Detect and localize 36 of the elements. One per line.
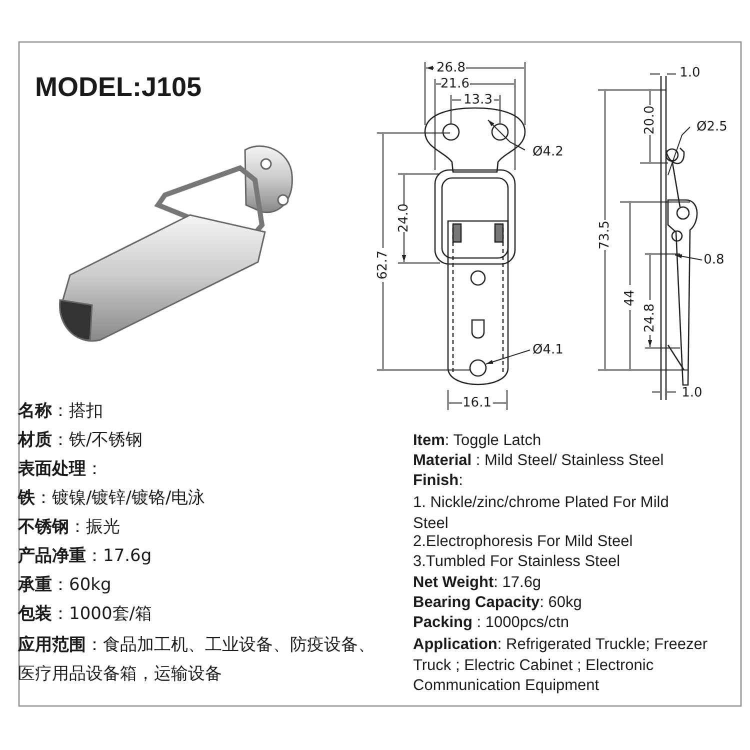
dimension-value: 26.8 xyxy=(436,60,466,76)
dimension-value: Ø2.5 xyxy=(696,120,728,134)
dimension-value: 13.3 xyxy=(464,92,492,108)
spec-line: 不锈钢：振光 xyxy=(18,516,120,538)
spec-line: Net Weight: 17.6g xyxy=(413,574,542,592)
spec-line: 名称：搭扣 xyxy=(18,400,103,422)
spec-line: 产品净重：17.6g xyxy=(18,545,152,567)
spec-line: 应用范围：食品加工机、工业设备、防疫设备、医疗用品设备箱，运输设备 xyxy=(18,634,376,686)
dimension-value: 24.8 xyxy=(642,304,658,332)
dimension-value: 1.0 xyxy=(680,66,700,80)
spec-line: 铁：镀镍/镀锌/镀铬/电泳 xyxy=(18,487,206,509)
spec-line: 表面处理： xyxy=(18,458,103,480)
dimension-value: 24.0 xyxy=(396,204,412,232)
spec-line: 3.Tumbled For Stainless Steel xyxy=(413,553,620,571)
spec-line: Bearing Capacity: 60kg xyxy=(413,594,582,612)
spec-line: 包装：1000套/箱 xyxy=(18,603,152,625)
spec-line: Application: Refrigerated Truckle; Freezer Truck ; Electric Cabinet ; Electronic Communication Equipment xyxy=(413,635,709,696)
spec-line: 2.Electrophoresis For Mild Steel xyxy=(413,533,633,551)
spec-line: Finish: xyxy=(413,472,463,490)
dimension-value: 1.0 xyxy=(682,386,702,400)
dimension-value: 62.7 xyxy=(376,250,390,280)
model-title: MODEL:J105 xyxy=(35,72,202,103)
spec-line: Material : Mild Steel/ Stainless Steel xyxy=(413,452,664,470)
dimension-value: Ø4.1 xyxy=(532,342,564,358)
dimension-value: 0.8 xyxy=(704,252,724,268)
spec-line: 承重：60kg xyxy=(18,574,112,596)
spec-line: 1. Nickle/zinc/chrome Plated For Mild Steel xyxy=(413,493,670,534)
dimension-value: 20.0 xyxy=(642,106,658,134)
dimension-value: 73.5 xyxy=(598,220,612,250)
dimension-value: 16.1 xyxy=(462,396,492,410)
dimension-value: Ø4.2 xyxy=(532,144,564,160)
dimension-value: 21.6 xyxy=(440,76,470,92)
spec-line: Item: Toggle Latch xyxy=(413,432,542,450)
dimension-value: 44 xyxy=(622,290,638,306)
spec-line: Packing : 1000pcs/ctn xyxy=(413,614,569,632)
spec-line: 材质：铁/不锈钢 xyxy=(18,429,143,451)
